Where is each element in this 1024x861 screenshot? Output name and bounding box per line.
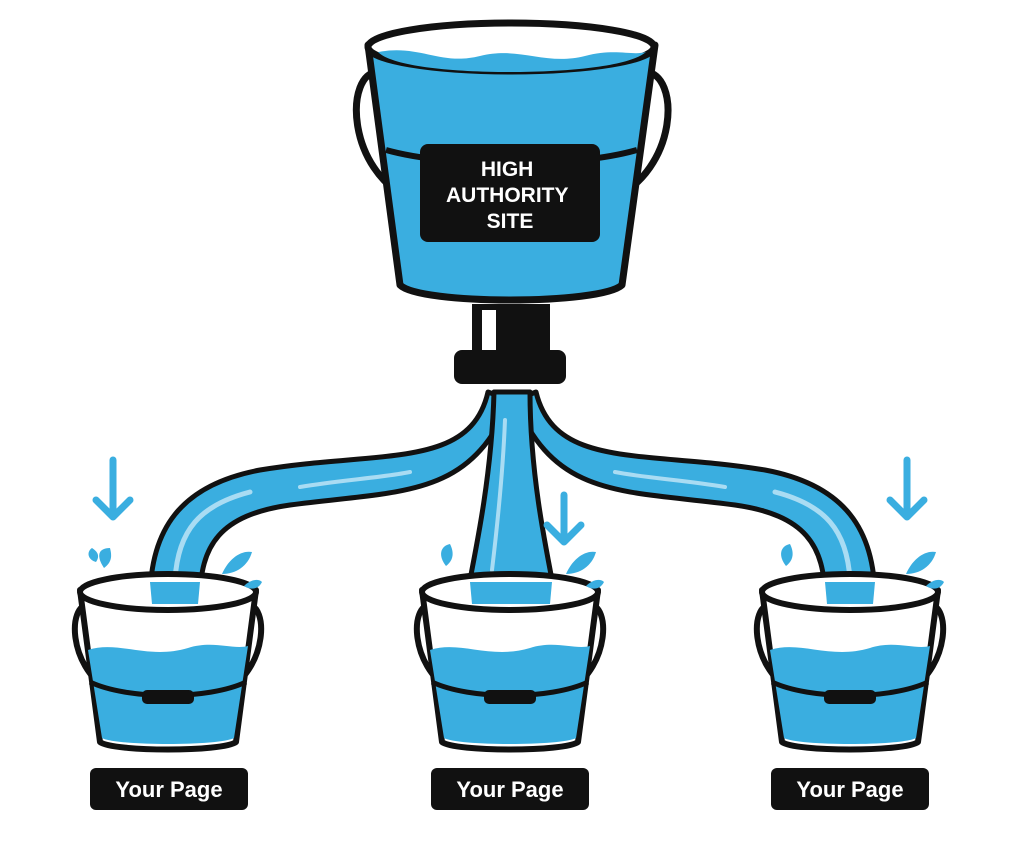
down-arrow-icon-3	[886, 456, 928, 521]
spout-nozzle	[454, 350, 566, 384]
source-bucket: HIGH AUTHORITY SITE	[352, 19, 672, 384]
target-label-1-text: Your Page	[115, 777, 222, 802]
svg-text:HIGH AUTHORITY SIT: HIGH AUTHORITY SITE	[446, 158, 574, 233]
down-arrow-icon-2	[543, 491, 585, 546]
target-label-3: Your Page	[771, 768, 929, 810]
source-label-line-3: SITE	[487, 210, 534, 233]
water-streams	[147, 389, 878, 603]
source-label-box	[420, 144, 600, 242]
source-label-line-1: HIGH	[481, 158, 534, 181]
water-stream-left	[147, 389, 513, 603]
water-splash-icon	[88, 544, 944, 589]
down-arrow-icon-1	[92, 456, 134, 521]
target-label-2: Your Page	[431, 768, 589, 810]
stream-mouths	[150, 582, 875, 604]
down-arrow-icon	[92, 456, 928, 546]
target-label-2-text: Your Page	[456, 777, 563, 802]
target-label-1: Your Page	[90, 768, 248, 810]
source-label-line-2: AUTHORITY	[446, 184, 568, 207]
target-label-3-text: Your Page	[796, 777, 903, 802]
